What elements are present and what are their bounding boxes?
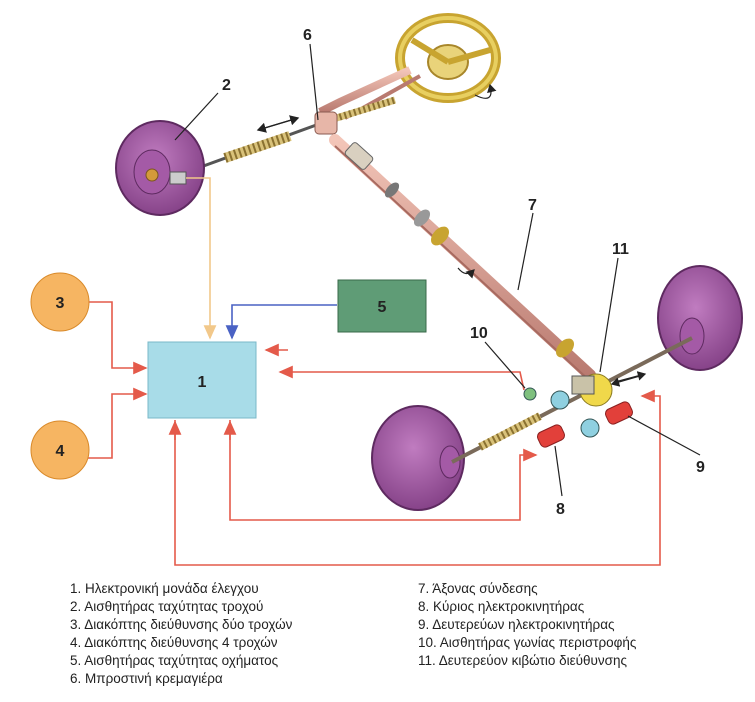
ecu-label: 1 bbox=[198, 374, 207, 391]
callout-8: 8 bbox=[556, 501, 565, 518]
callout-9: 9 bbox=[696, 459, 705, 476]
vehicle-speed-sensor-box bbox=[337, 279, 427, 333]
front-steering-rack bbox=[164, 96, 397, 182]
two-wheel-switch-label: 3 bbox=[56, 295, 65, 312]
secondary-motor bbox=[604, 401, 634, 425]
rotation-angle-sensor bbox=[523, 387, 537, 401]
callout-7: 7 bbox=[528, 197, 537, 214]
callout-10: 10 bbox=[470, 325, 488, 342]
legend-item: 6. Μπροστινή κρεμαγιέρα bbox=[70, 671, 223, 686]
ecu-box bbox=[147, 341, 257, 419]
legend-item: 1. Ηλεκτρονική μονάδα έλεγχου bbox=[70, 581, 259, 596]
steering-column bbox=[318, 66, 412, 116]
connecting-shaft bbox=[329, 134, 596, 382]
main-motor bbox=[536, 424, 566, 448]
vehicle-speed-sensor-label: 5 bbox=[378, 299, 387, 316]
four-wheel-switch bbox=[30, 420, 90, 480]
legend-item: 5. Αισθητήρας ταχύτητας οχήματος bbox=[70, 653, 279, 668]
rear-right-wheel bbox=[657, 265, 743, 371]
legend-left: 1. Ηλεκτρονική μονάδα έλεγχου 2. Αισθητή… bbox=[70, 580, 292, 688]
legend-item: 7. Άξονας σύνδεσης bbox=[418, 581, 538, 596]
two-wheel-switch bbox=[30, 272, 90, 332]
rear-steering-assembly bbox=[451, 336, 693, 464]
legend-item: 11. Δευτερεύον κιβώτιο διεύθυνσης bbox=[418, 653, 627, 668]
legend-item: 10. Αισθητήρας γωνίας περιστροφής bbox=[418, 635, 637, 650]
callout-11: 11 bbox=[612, 241, 629, 258]
legend-right: 7. Άξονας σύνδεσης 8. Κύριος ηλεκτροκινη… bbox=[418, 580, 636, 670]
callout-leaders bbox=[174, 43, 701, 497]
legend-item: 3. Διακόπτης διεύθυνσης δύο τροχών bbox=[70, 617, 293, 632]
legend-item: 2. Αισθητήρας ταχύτητας τροχού bbox=[70, 599, 264, 614]
wiring bbox=[88, 177, 661, 566]
callout-6: 6 bbox=[303, 27, 312, 44]
steering-wheel bbox=[395, 13, 501, 103]
legend-item: 8. Κύριος ηλεκτροκινητήρας bbox=[418, 599, 585, 614]
four-wheel-switch-label: 4 bbox=[56, 443, 65, 460]
legend-item: 9. Δευτερεύων ηλεκτροκινητήρας bbox=[418, 617, 615, 632]
callout-2: 2 bbox=[222, 77, 231, 94]
front-left-wheel bbox=[115, 120, 205, 216]
legend-item: 4. Διακόπτης διεύθυνσης 4 τροχών bbox=[70, 635, 278, 650]
rear-left-wheel bbox=[371, 405, 465, 511]
